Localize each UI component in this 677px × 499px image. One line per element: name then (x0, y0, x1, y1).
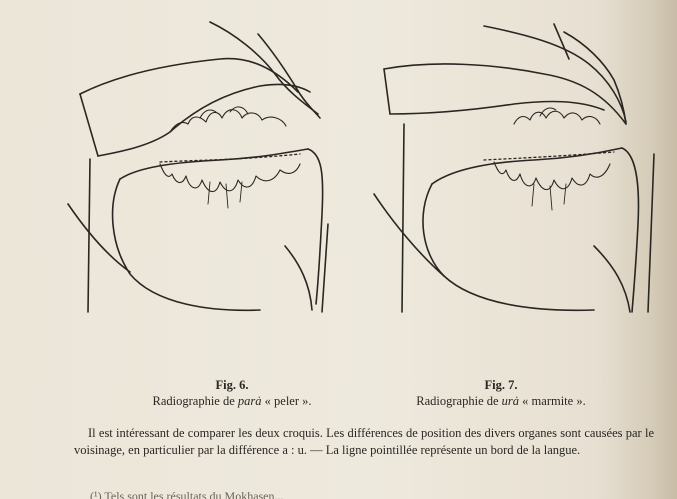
figure-7-gloss: « marmite ». (522, 394, 586, 408)
figure-7-sketch (364, 14, 664, 314)
figure-6-caption: Fig. 6. Radiographie de parȧ « peler ». (112, 377, 352, 409)
figure-7-word: urȧ (502, 394, 519, 408)
figure-6-number: Fig. 6. (112, 377, 352, 393)
figure-7-prefix: Radiographie de (416, 394, 498, 408)
figure-6-word: parȧ (238, 394, 262, 408)
body-paragraph: Il est intéressant de comparer les deux … (74, 425, 654, 459)
footnote-fragment: (¹) Tels sont les résultats du Mokhasen.… (90, 489, 650, 499)
figure-7-caption: Fig. 7. Radiographie de urȧ « marmite ». (376, 377, 626, 409)
figure-6-sketch (60, 14, 330, 314)
figure-6-gloss: « peler ». (265, 394, 312, 408)
figure-6-prefix: Radiographie de (153, 394, 235, 408)
figure-7-number: Fig. 7. (376, 377, 626, 393)
